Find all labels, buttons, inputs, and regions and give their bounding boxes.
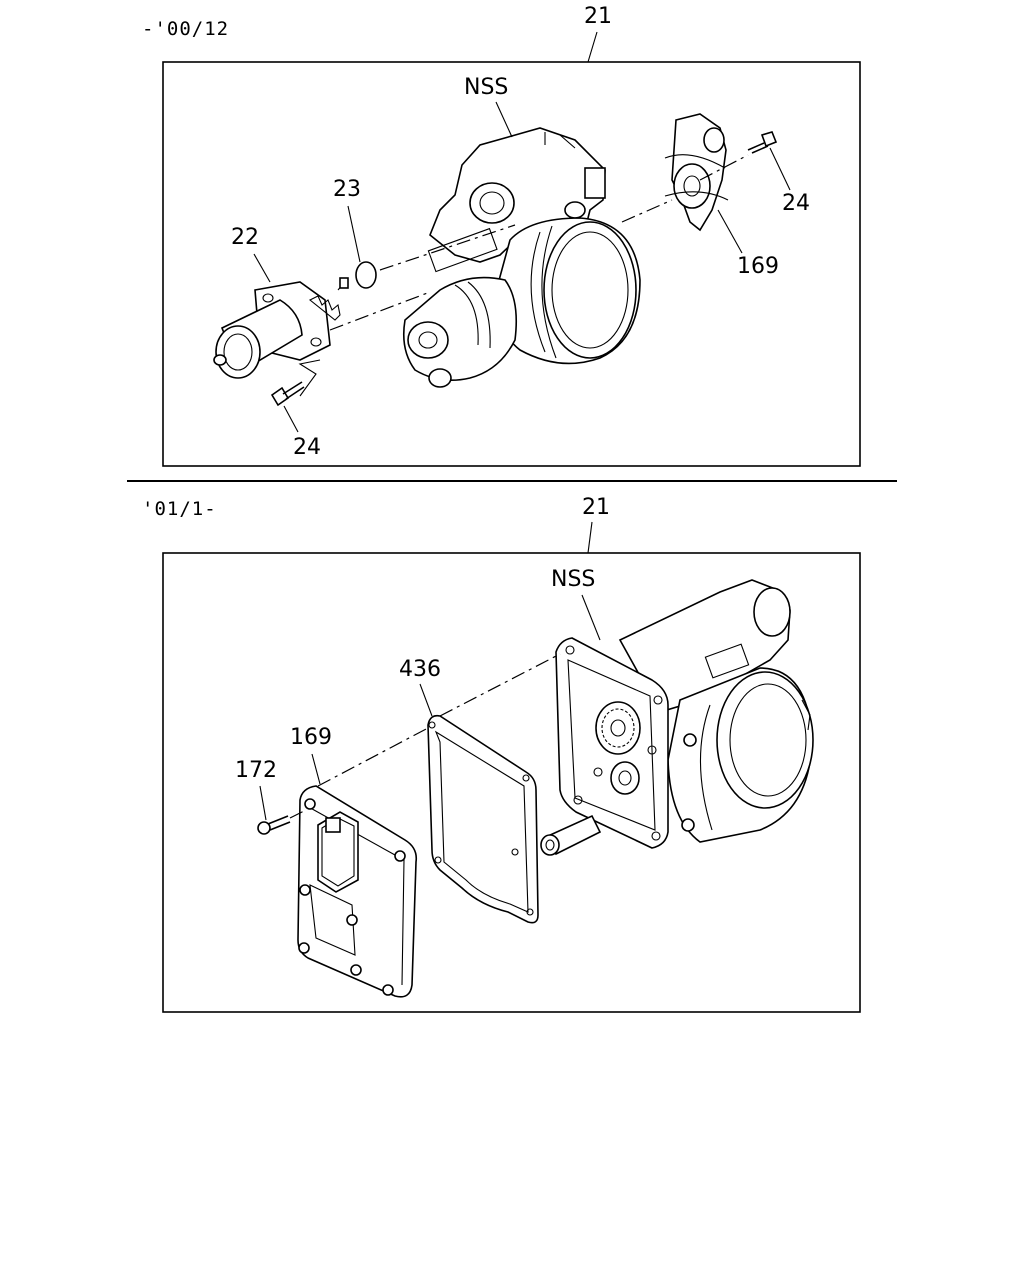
sensor-cover [297, 785, 418, 998]
top-section [162, 31, 861, 467]
label-sensor-top: 169 [737, 254, 779, 279]
date-range-top: -'00/12 [142, 18, 230, 40]
leader-23 [347, 205, 361, 263]
label-nss-bottom: NSS [551, 567, 596, 592]
leader-22 [253, 253, 271, 283]
leader-24-right [769, 147, 791, 191]
o-ring [355, 261, 377, 289]
leader-169-top [717, 209, 743, 254]
align-line-1 [379, 224, 516, 271]
align-line-7 [439, 653, 561, 717]
align-line-2 [329, 291, 431, 331]
throttle-body-top [402, 127, 641, 388]
top-frame [162, 61, 861, 467]
align-line-6 [317, 727, 429, 787]
align-line-3 [621, 199, 673, 223]
label-valve: 22 [231, 225, 259, 250]
label-screw: 172 [235, 758, 277, 783]
leader-21-top [587, 31, 598, 63]
leader-nss-top [495, 101, 513, 138]
label-bolt-bottom: 24 [293, 435, 321, 460]
leader-172 [259, 785, 267, 821]
date-range-bottom: '01/1- [142, 498, 217, 520]
bottom-section [162, 521, 861, 1013]
label-assembly-bottom: 21 [582, 495, 610, 520]
label-cover: 169 [290, 725, 332, 750]
leader-21-bottom [587, 521, 593, 554]
bolt-dash-guide [298, 359, 321, 397]
label-gasket: 436 [399, 657, 441, 682]
screw [257, 815, 291, 835]
label-o-ring: 23 [333, 177, 361, 202]
gasket [427, 714, 539, 924]
align-line-4 [699, 154, 749, 181]
align-line-5 [289, 809, 307, 819]
leader-nss-bottom [581, 594, 601, 641]
leader-169-bottom [311, 753, 321, 785]
label-nss-top: NSS [464, 75, 509, 100]
leader-24-bottom [283, 405, 299, 433]
label-assembly-top: 21 [584, 4, 612, 29]
throttle-position-sensor [664, 113, 729, 232]
label-bolt-right: 24 [782, 191, 810, 216]
leader-436 [419, 683, 433, 717]
bottom-frame [162, 552, 861, 1013]
bolt-right [747, 131, 778, 154]
throttle-body-bottom [540, 579, 814, 856]
bolt-bottom [270, 381, 305, 407]
idle-air-control-valve [213, 277, 349, 379]
